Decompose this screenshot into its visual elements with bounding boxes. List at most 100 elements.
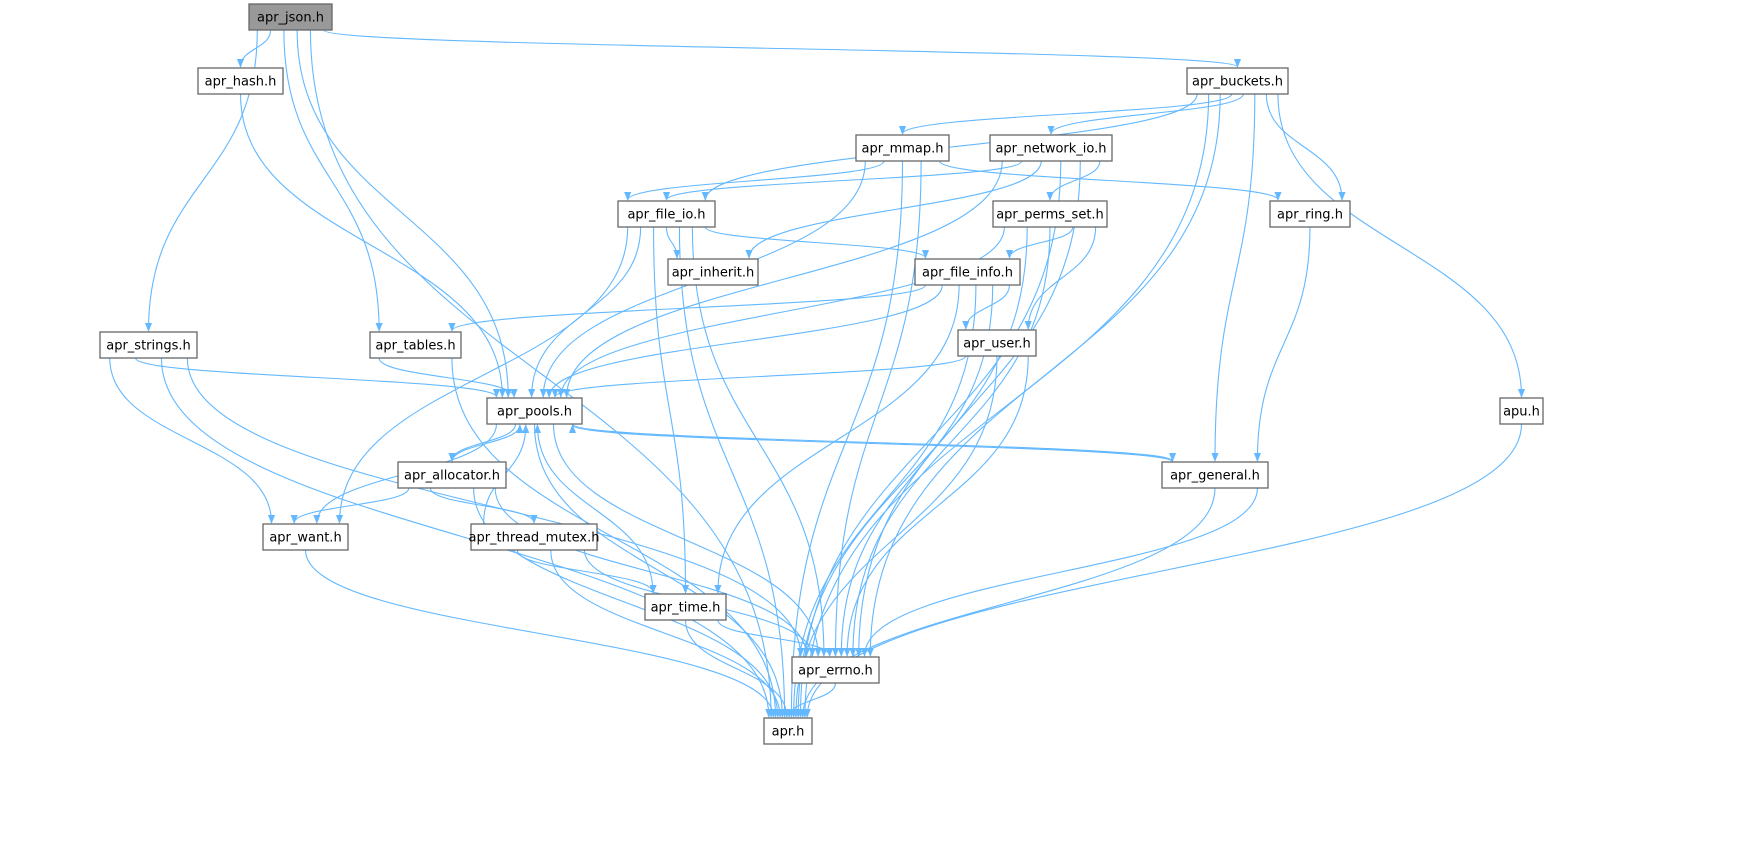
node-apr-hash[interactable]: apr_hash.h bbox=[197, 67, 284, 95]
node-box bbox=[1186, 67, 1289, 95]
node-apr-perms-set[interactable]: apr_perms_set.h bbox=[992, 200, 1108, 228]
edge-apr-file-io-to-apr-file-info bbox=[704, 226, 929, 259]
node-apr-json[interactable]: apr_json.h bbox=[248, 3, 333, 31]
node-apr-errno[interactable]: apr_errno.h bbox=[791, 656, 880, 684]
edge-apr-allocator-to-apr-pools bbox=[451, 424, 524, 463]
edge-apr-mmap-to-apr-file-io bbox=[624, 160, 885, 201]
edge-apr-user-to-apr-pools bbox=[551, 355, 967, 398]
edge-apr-pools-to-apr-allocator bbox=[448, 423, 517, 462]
node-label: apr_file_io.h bbox=[627, 208, 705, 223]
edge-apr-file-info-to-apr-tables bbox=[448, 284, 927, 332]
node-apr-strings[interactable]: apr_strings.h bbox=[99, 331, 198, 359]
node-box bbox=[914, 258, 1021, 286]
node-label: apr_time.h bbox=[651, 601, 721, 616]
edge-apr-time-to-apr-errno bbox=[717, 619, 834, 657]
node-label: apr_general.h bbox=[1170, 469, 1260, 484]
edge-apr-mmap-to-apr bbox=[787, 160, 904, 718]
edge-apr-buckets-to-apu bbox=[1277, 93, 1526, 398]
node-apr-mmap[interactable]: apr_mmap.h bbox=[855, 134, 950, 162]
edge-apr-mmap-to-apr-errno bbox=[831, 160, 922, 657]
edge-apr-network-io-to-apr-file-io bbox=[663, 160, 1023, 201]
node-box bbox=[763, 717, 813, 745]
edge-apr-mmap-to-apr-ring bbox=[939, 160, 1282, 201]
node-apu[interactable]: apu.h bbox=[1499, 397, 1544, 425]
node-label: apu.h bbox=[1503, 405, 1540, 420]
node-apr-ring[interactable]: apr_ring.h bbox=[1269, 200, 1351, 228]
edge-apr-file-io-to-apr-want bbox=[335, 226, 629, 524]
edge-apr-network-io-to-apr-pools bbox=[563, 160, 1003, 398]
node-apr-buckets[interactable]: apr_buckets.h bbox=[1186, 67, 1289, 95]
node-label: apr_file_info.h bbox=[922, 266, 1013, 281]
node-apr-general[interactable]: apr_general.h bbox=[1161, 461, 1269, 489]
edge-apr-json-to-apr-tables bbox=[283, 29, 383, 332]
edge-apr-perms-set-to-apr-file-info bbox=[1005, 226, 1074, 259]
edge-apr-network-io-to-apr-inherit bbox=[745, 160, 1042, 259]
edge-apr-file-io-to-apr bbox=[678, 226, 789, 718]
node-box bbox=[992, 200, 1108, 228]
edge-apr-strings-to-apr-pools bbox=[135, 357, 500, 398]
edge-apr-strings-to-apr bbox=[160, 357, 773, 718]
node-label: apr_allocator.h bbox=[404, 469, 500, 484]
node-apr-pools[interactable]: apr_pools.h bbox=[486, 397, 583, 425]
edge-apr-allocator-to-apr-want bbox=[290, 487, 410, 524]
edge-apr-buckets-to-apr bbox=[801, 93, 1210, 718]
edge-apr-allocator-to-apr-errno bbox=[494, 487, 811, 657]
edge-apr-perms-set-to-apr-pools bbox=[557, 226, 1005, 398]
node-box bbox=[486, 397, 583, 425]
node-apr-file-io[interactable]: apr_file_io.h bbox=[617, 200, 716, 228]
edge-apr-errno-to-apr bbox=[785, 682, 837, 718]
node-box bbox=[262, 523, 349, 551]
node-label: apr_mmap.h bbox=[862, 142, 944, 157]
edge-apr-time-to-apr bbox=[684, 619, 791, 718]
node-label: apr_ring.h bbox=[1277, 208, 1343, 223]
node-box bbox=[667, 258, 759, 286]
edge-apr-buckets-to-apr-network-io bbox=[1047, 93, 1244, 135]
node-box bbox=[1499, 397, 1544, 425]
edge-apr-perms-set-to-apr-user bbox=[1024, 226, 1097, 330]
edge-apr-general-to-apr-errno bbox=[860, 487, 1258, 657]
node-label: apr_perms_set.h bbox=[996, 208, 1104, 223]
node-box bbox=[369, 331, 462, 359]
edge-apr-allocator-to-apr-thread-mutex bbox=[429, 487, 538, 524]
node-apr-want[interactable]: apr_want.h bbox=[262, 523, 349, 551]
edge-apr-tables-to-apr-pools bbox=[378, 357, 518, 398]
node-label: apr_json.h bbox=[257, 11, 324, 26]
edge-apr-file-io-to-apr-inherit bbox=[665, 226, 681, 259]
node-apr-inherit[interactable]: apr_inherit.h bbox=[667, 258, 759, 286]
edge-apr-buckets-to-apr-file-io bbox=[701, 93, 1198, 201]
node-label: apr_user.h bbox=[963, 337, 1031, 352]
edge-apr-buckets-to-apr-ring bbox=[1265, 93, 1346, 201]
edge-apr-tables-to-apr bbox=[451, 357, 780, 718]
edge-apr-file-io-to-apr-errno bbox=[691, 226, 828, 657]
edge-apr-strings-to-apr-want bbox=[109, 357, 276, 524]
node-apr-thread-mutex[interactable]: apr_thread_mutex.h bbox=[468, 523, 600, 551]
node-apr-time[interactable]: apr_time.h bbox=[644, 593, 727, 621]
node-box bbox=[791, 656, 880, 684]
edge-apr-json-to-apr-hash bbox=[236, 29, 272, 68]
edge-apr-network-io-to-apr-perms-set bbox=[1046, 160, 1101, 201]
node-box bbox=[397, 461, 507, 489]
edge-apr-general-to-apr-pools bbox=[569, 424, 1174, 463]
edge-apr-pools-to-apr-general bbox=[571, 423, 1176, 462]
node-box bbox=[99, 331, 198, 359]
nodes: apr_json.h apr_hash.h apr_buckets.h apr_mma… bbox=[99, 3, 1544, 745]
edge-apr-buckets-to-apr-mmap bbox=[899, 93, 1233, 135]
node-label: apr_tables.h bbox=[375, 339, 455, 354]
node-apr-user[interactable]: apr_user.h bbox=[957, 329, 1037, 357]
edge-apr-allocator-to-apr bbox=[473, 487, 782, 718]
node-apr-allocator[interactable]: apr_allocator.h bbox=[397, 461, 507, 489]
node-label: apr_hash.h bbox=[205, 75, 277, 90]
edge-apr-hash-to-apr-pools bbox=[239, 93, 506, 398]
edge-apr-thread-mutex-to-apr bbox=[550, 549, 784, 718]
edge-apr-strings-to-apr-errno bbox=[186, 357, 805, 657]
node-apr-network-io[interactable]: apr_network_io.h bbox=[989, 134, 1113, 162]
node-apr-file-info[interactable]: apr_file_info.h bbox=[914, 258, 1021, 286]
node-apr-tables[interactable]: apr_tables.h bbox=[369, 331, 462, 359]
node-apr[interactable]: apr.h bbox=[763, 717, 813, 745]
node-label: apr_want.h bbox=[269, 531, 341, 546]
edge-apr-pools-to-apr-errno bbox=[552, 423, 822, 657]
edge-apr-time-to-apr-pools bbox=[533, 424, 654, 595]
edge-apr-file-info-to-apr-pools bbox=[545, 284, 943, 398]
node-box bbox=[617, 200, 716, 228]
